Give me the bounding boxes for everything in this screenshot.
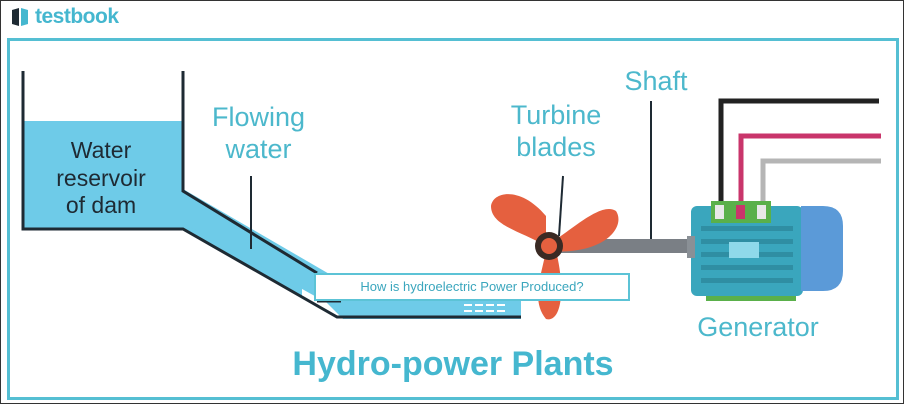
turbine-blades-label: Turbine blades [491,99,621,164]
reservoir-water [23,121,302,297]
turbine-propeller [491,194,619,320]
generator-unit [687,201,843,301]
diagram-title: Hydro-power Plants [292,345,614,383]
reservoir-wall [21,71,521,319]
turbine-blade-right [546,209,619,252]
turbine-blade-upper [491,194,546,246]
channel-water [321,297,521,319]
reservoir-label-line2: reservoir [56,164,146,191]
reservoir-label-line1: Water [70,137,132,163]
flowing-water-label: Flowing water [191,101,326,166]
turbine-label-line1: Turbine [510,100,602,130]
logo-text: testbook [35,5,119,28]
reservoir-label-line3: of dam [65,192,137,219]
testbook-logo[interactable]: testbook [9,5,119,29]
book-icon [12,8,28,26]
flow-dashes [464,304,505,312]
diagram-panel [7,38,899,400]
shaft-label: Shaft [624,66,688,96]
header-bar: testbook [1,1,903,37]
caption-box[interactable]: How is hydroelectric Power Produced? [314,273,630,301]
turbine-pointer [558,175,564,237]
dam-wall [181,71,318,275]
reservoir-label: Water reservoir of dam [31,137,171,220]
wire-black [718,98,879,211]
wire-red [738,133,881,211]
wire-gray [760,158,881,211]
penstock-water [183,189,331,305]
turbine-label-line2: blades [516,132,596,163]
generator-nameplate [729,242,759,258]
generator-endcap [801,206,843,291]
turbine-hub-inner [541,238,557,254]
flowing-label-line1: Flowing [211,102,306,132]
flowing-label-line2: water [225,134,292,165]
generator-label: Generator [697,312,819,342]
